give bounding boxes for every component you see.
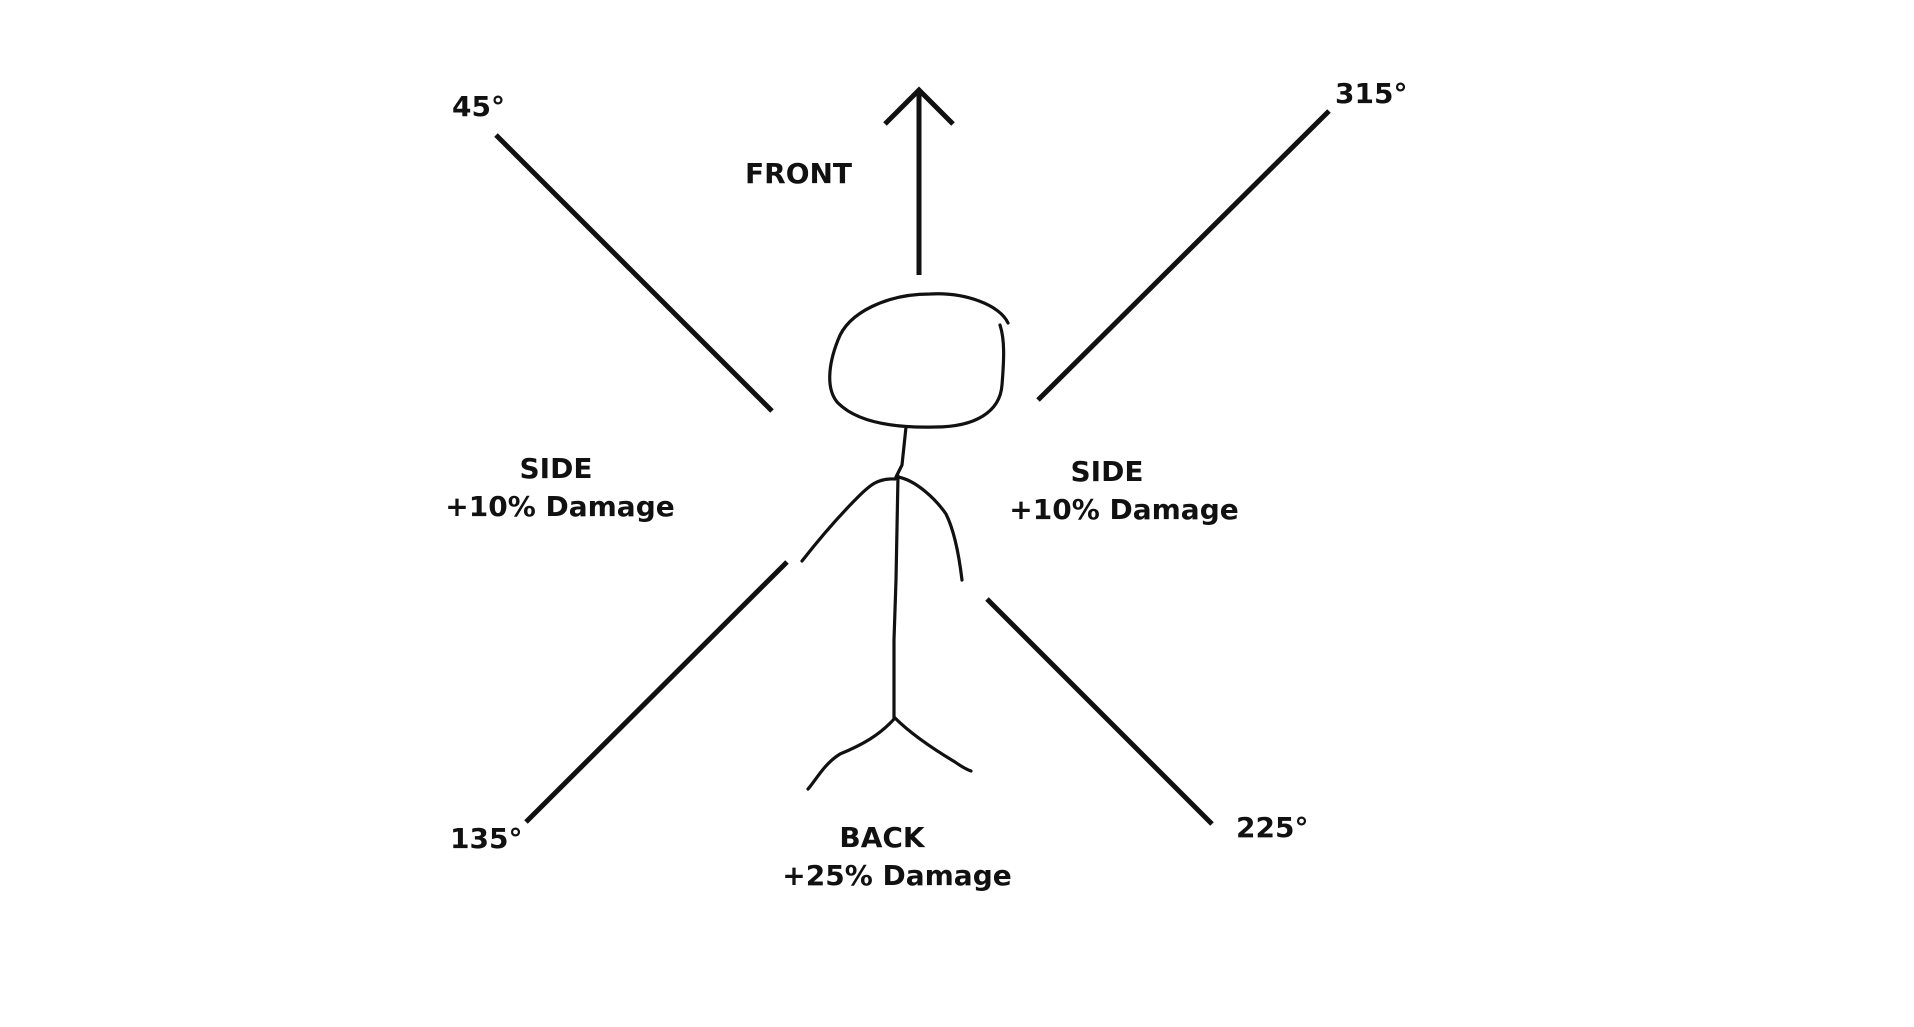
side-right-damage: +10% Damage (1009, 493, 1238, 526)
ray-315 (1036, 109, 1331, 402)
ray-45 (494, 133, 774, 413)
figure-body (892, 474, 900, 720)
back-damage: +25% Damage (782, 859, 1011, 892)
stick-figure-icon (800, 292, 1010, 791)
ray-225 (985, 597, 1214, 826)
figure-right-arm (896, 475, 964, 582)
figure-neck (894, 425, 908, 479)
side-right-title: SIDE (1071, 455, 1144, 488)
front-arrow-head (883, 86, 955, 126)
arrow-up-icon (883, 86, 955, 275)
back-title: BACK (839, 821, 926, 854)
side-left-title: SIDE (520, 452, 593, 485)
angle-label-135: 135° (450, 822, 522, 855)
figure-head (828, 292, 1010, 429)
angle-label-45: 45° (452, 90, 505, 123)
ray-135 (524, 560, 789, 824)
angle-label-315: 315° (1335, 77, 1407, 110)
figure-right-leg (893, 716, 973, 773)
angle-label-225: 225° (1236, 811, 1308, 844)
figure-left-leg (806, 716, 897, 791)
figure-left-arm (800, 477, 897, 563)
side-left-damage: +10% Damage (445, 490, 674, 523)
front-label: FRONT (745, 157, 852, 190)
